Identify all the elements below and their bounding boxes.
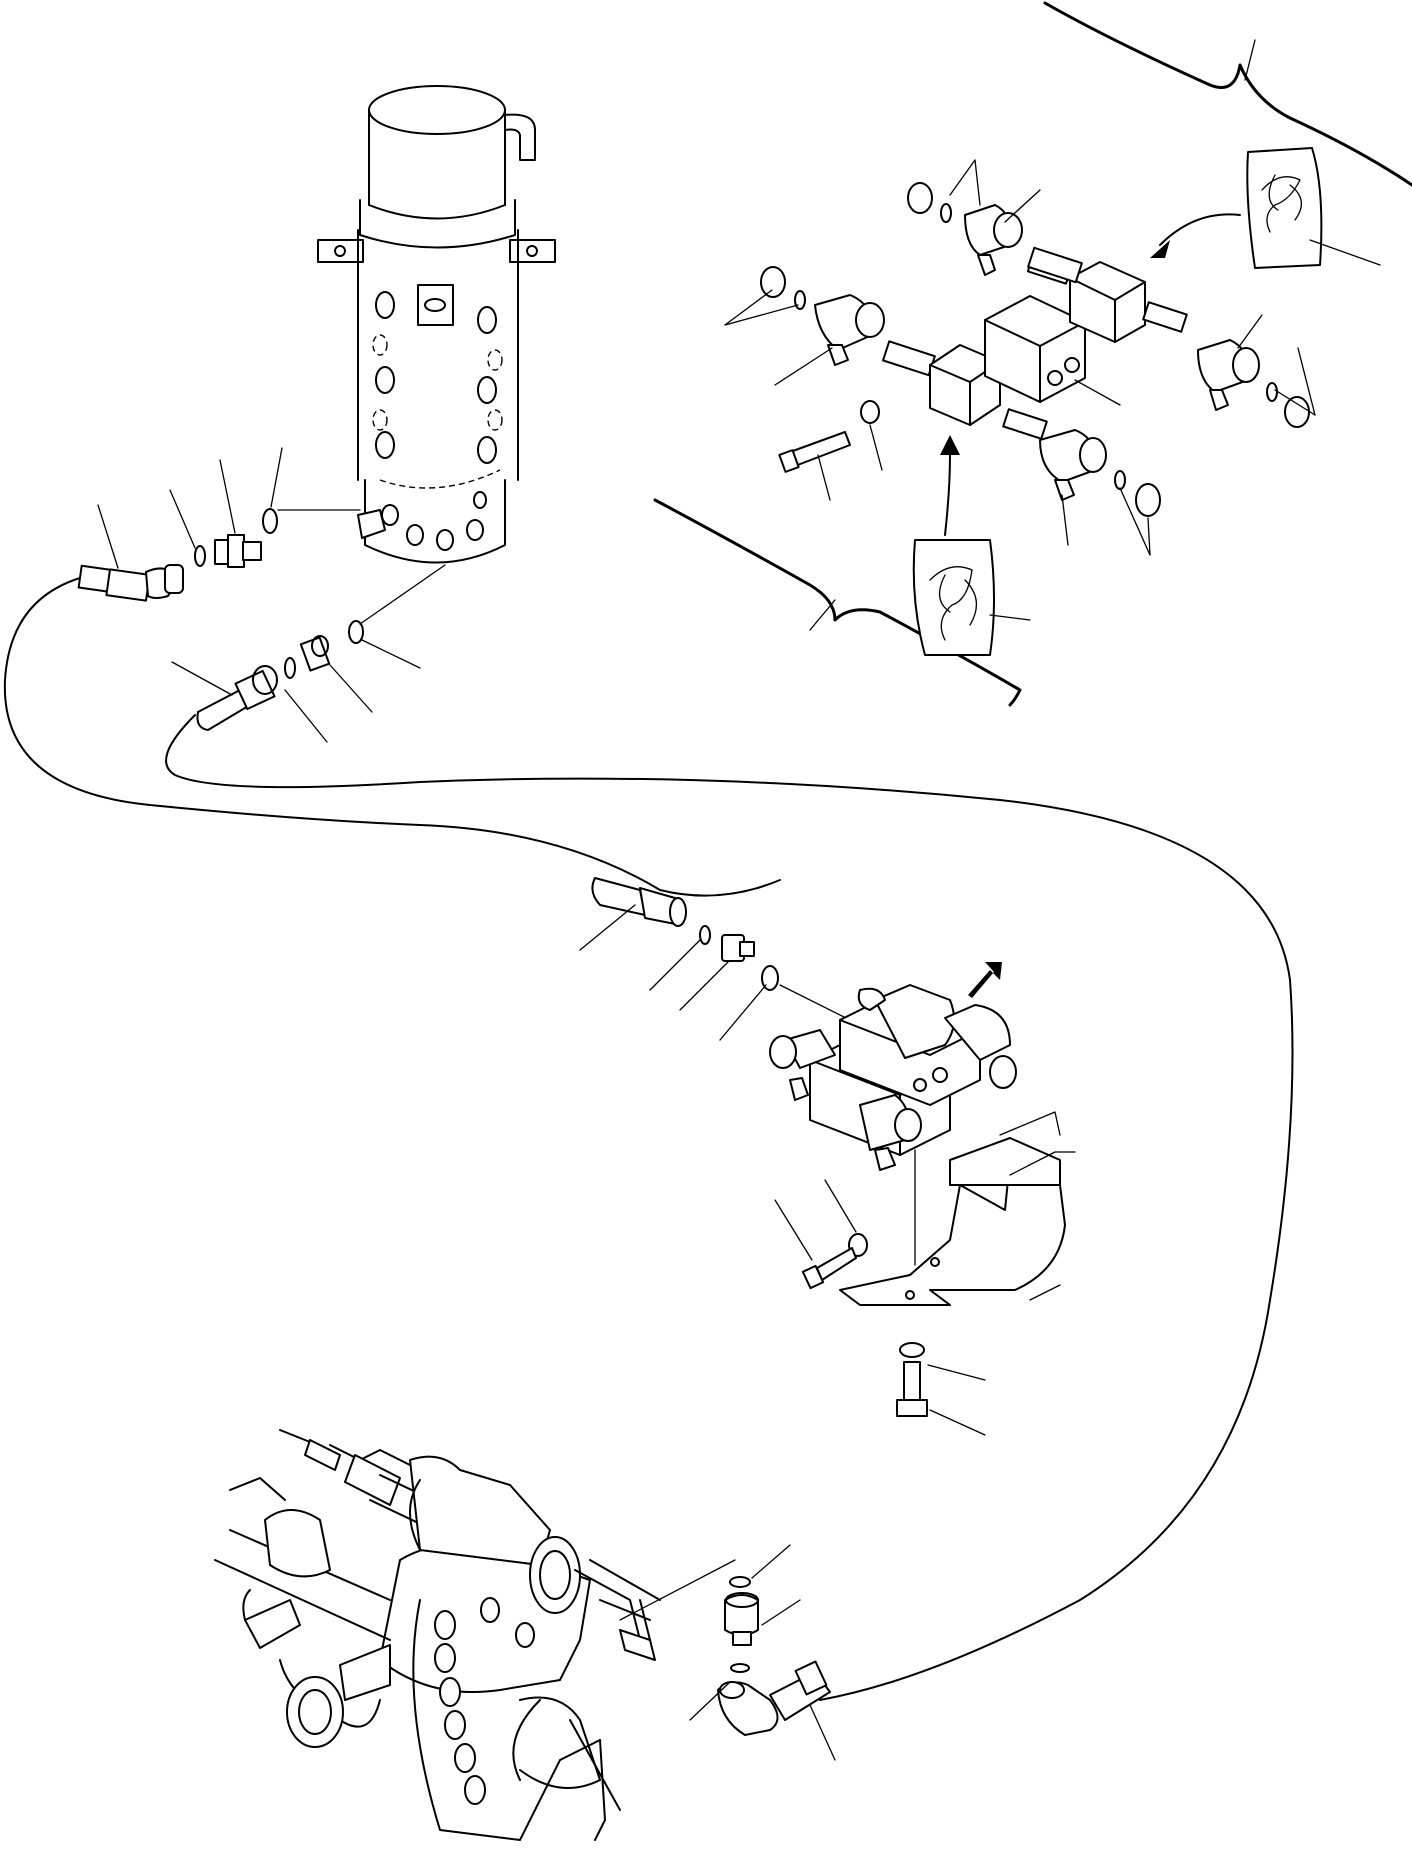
adapter-upper [194, 508, 361, 568]
hydraulic-hose [3, 577, 781, 897]
valve-exploded-view [653, 1, 1412, 707]
leader-lines-upper-left [97, 447, 283, 569]
hose-end-fitting-lower [689, 1544, 836, 1761]
axle-assembly [214, 1429, 736, 1841]
swivel-joint [317, 85, 556, 564]
hose-end-fitting-middle [196, 564, 446, 731]
hydraulic-hose-long [165, 714, 1294, 1701]
hose-end-fitting-upper [77, 564, 184, 602]
valve-assembly [579, 877, 1076, 1436]
leader-lines-middle-left [171, 639, 421, 743]
